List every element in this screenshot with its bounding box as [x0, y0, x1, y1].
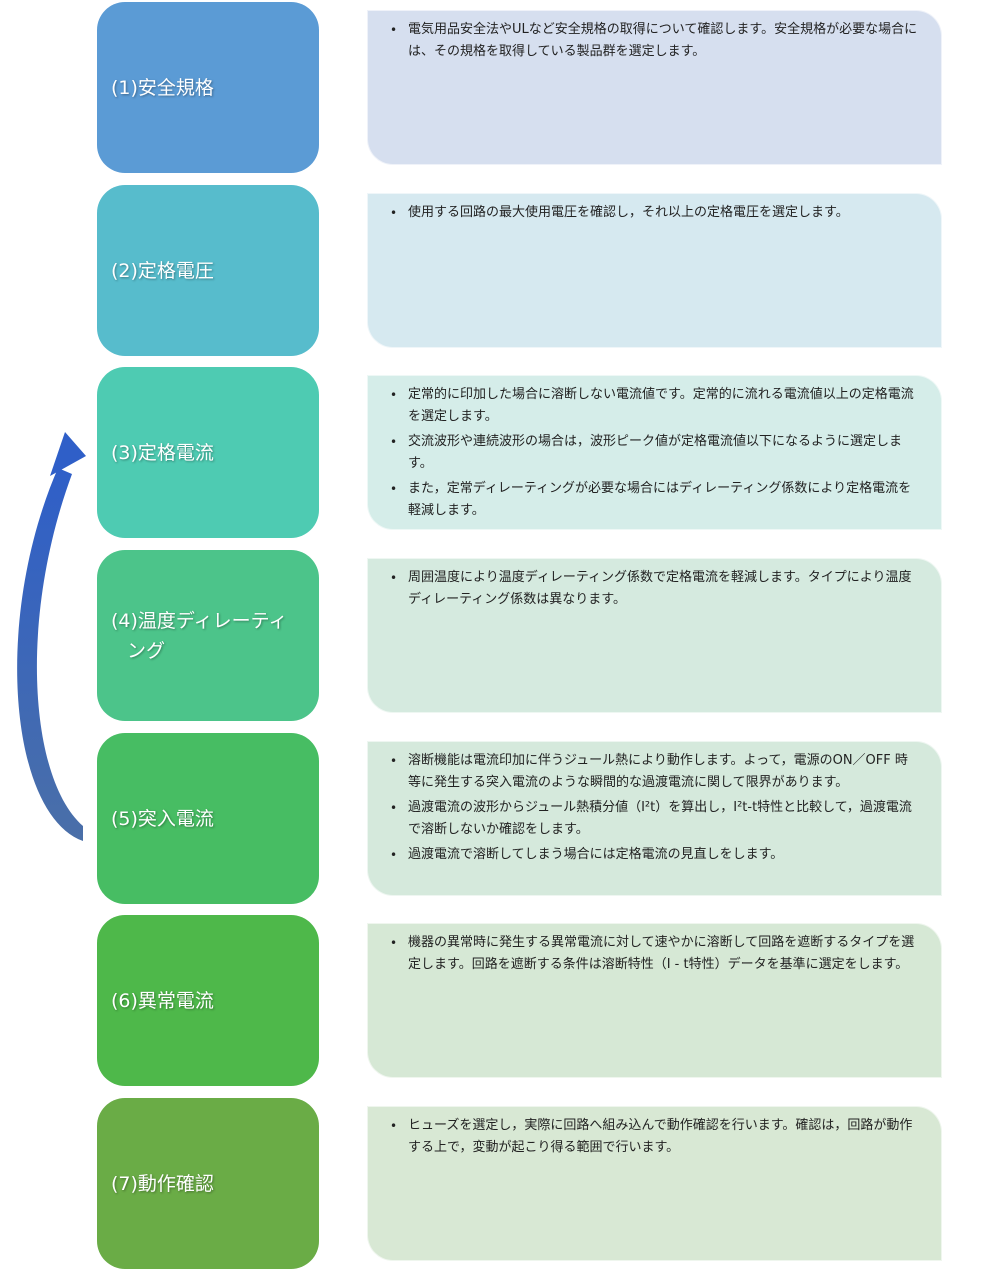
step-label: (3)定格電流 — [111, 441, 214, 464]
bullet-list: 定常的に印加した場合に溶断しない電流値です。定常的に流れる電流値以上の定格電流を… — [380, 384, 919, 522]
step-description-1: 電気用品安全法やULなど安全規格の取得について確認します。安全規格が必要な場合に… — [367, 10, 942, 165]
step-label: (5)突入電流 — [111, 807, 214, 830]
step-box-3: (3)定格電流 — [97, 367, 319, 538]
step-box-5: (5)突入電流 — [97, 733, 319, 904]
step-label: (4)温度ディレーティング — [111, 609, 288, 662]
step-description-6: 機器の異常時に発生する異常電流に対して速やかに溶断して回路を遮断するタイプを選定… — [367, 923, 942, 1078]
step-label: (7)動作確認 — [111, 1172, 214, 1195]
bullet-list: 機器の異常時に発生する異常電流に対して速やかに溶断して回路を遮断するタイプを選定… — [380, 932, 919, 976]
bullet-list: 溶断機能は電流印加に伴うジュール熱により動作します。よって，電源のON／OFF … — [380, 750, 919, 866]
bullet-item: ヒューズを選定し，実際に回路へ組み込んで動作確認を行います。確認は，回路が動作す… — [390, 1115, 919, 1159]
bullet-item: 交流波形や連続波形の場合は，波形ピーク値が定格電流値以下になるように選定します。 — [390, 431, 919, 475]
bullet-list: 周囲温度により温度ディレーティング係数で定格電流を軽減します。タイプにより温度デ… — [380, 567, 919, 611]
step-description-4: 周囲温度により温度ディレーティング係数で定格電流を軽減します。タイプにより温度デ… — [367, 558, 942, 713]
loop-back-arrow-icon — [17, 432, 86, 841]
step-description-2: 使用する回路の最大使用電圧を確認し，それ以上の定格電圧を選定します。 — [367, 193, 942, 348]
bullet-list: 電気用品安全法やULなど安全規格の取得について確認します。安全規格が必要な場合に… — [380, 19, 919, 63]
bullet-item: 定常的に印加した場合に溶断しない電流値です。定常的に流れる電流値以上の定格電流を… — [390, 384, 919, 428]
bullet-list: 使用する回路の最大使用電圧を確認し，それ以上の定格電圧を選定します。 — [380, 202, 919, 224]
step-label: (6)異常電流 — [111, 989, 214, 1012]
bullet-item: 周囲温度により温度ディレーティング係数で定格電流を軽減します。タイプにより温度デ… — [390, 567, 919, 611]
step-box-7: (7)動作確認 — [97, 1098, 319, 1269]
bullet-item: 溶断機能は電流印加に伴うジュール熱により動作します。よって，電源のON／OFF … — [390, 750, 919, 794]
bullet-item: 電気用品安全法やULなど安全規格の取得について確認します。安全規格が必要な場合に… — [390, 19, 919, 63]
bullet-item: また，定常ディレーティングが必要な場合にはディレーティング係数により定格電流を軽… — [390, 478, 919, 522]
step-description-5: 溶断機能は電流印加に伴うジュール熱により動作します。よって，電源のON／OFF … — [367, 741, 942, 896]
step-box-2: (2)定格電圧 — [97, 185, 319, 356]
bullet-item: 使用する回路の最大使用電圧を確認し，それ以上の定格電圧を選定します。 — [390, 202, 919, 224]
bullet-list: ヒューズを選定し，実際に回路へ組み込んで動作確認を行います。確認は，回路が動作す… — [380, 1115, 919, 1159]
step-label: (2)定格電圧 — [111, 259, 214, 282]
step-box-6: (6)異常電流 — [97, 915, 319, 1086]
step-description-7: ヒューズを選定し，実際に回路へ組み込んで動作確認を行います。確認は，回路が動作す… — [367, 1106, 942, 1261]
step-description-3: 定常的に印加した場合に溶断しない電流値です。定常的に流れる電流値以上の定格電流を… — [367, 375, 942, 530]
bullet-item: 過渡電流で溶断してしまう場合には定格電流の見直しをします。 — [390, 844, 919, 866]
bullet-item: 機器の異常時に発生する異常電流に対して速やかに溶断して回路を遮断するタイプを選定… — [390, 932, 919, 976]
bullet-item: 過渡電流の波形からジュール熱積分値（I²t）を算出し，I²t-t特性と比較して，… — [390, 797, 919, 841]
step-box-4: (4)温度ディレーティング — [97, 550, 319, 721]
step-label: (1)安全規格 — [111, 76, 214, 99]
step-box-1: (1)安全規格 — [97, 2, 319, 173]
